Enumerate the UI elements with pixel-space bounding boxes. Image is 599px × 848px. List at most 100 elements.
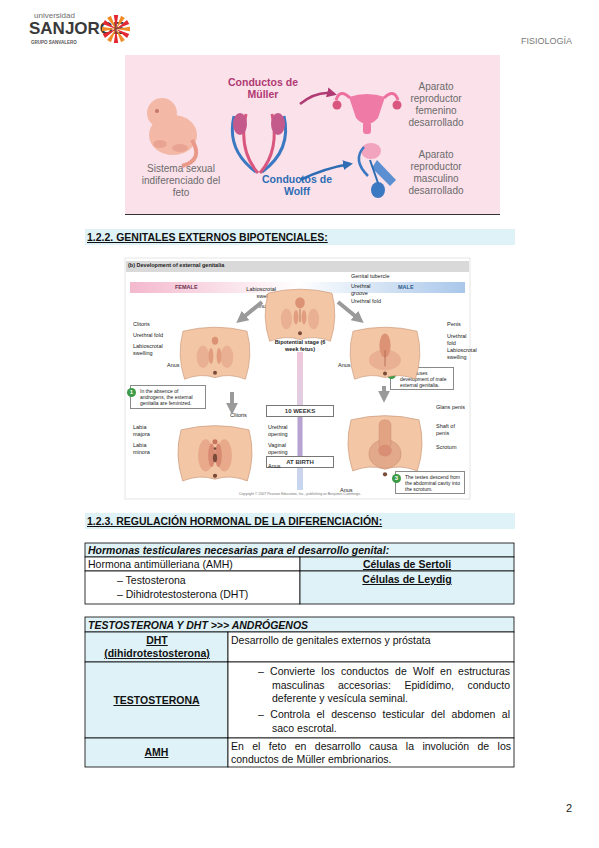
illustration-part [103,20,117,31]
illustration-part [114,29,118,43]
callout-box: 1In the absence of androgens, the extern… [130,385,206,409]
illustration-part [103,27,117,38]
illustration-part [271,113,285,135]
part-label: Labioscrotal swelling [133,343,168,356]
part-label: Urethral groove [351,283,381,296]
illustration-part [393,101,402,110]
illustration-part [182,140,196,166]
table-cell: DHT (dihidrotestosterona) [92,634,222,660]
part-label: Anus [268,463,288,470]
illustration-part [371,182,385,198]
table-header: TESTOSTERONA Y DHT >>> ANDRÓGENOS [88,619,508,631]
part-label: Labioscrotal swelling [447,347,482,360]
illustration-part [212,439,217,444]
ducts-drawing [232,113,285,173]
illustration-part [385,350,386,366]
sex-label: MALE [398,284,438,291]
copyright-note: Copyright © 2007 Pearson Education, Inc.… [190,492,410,497]
stage-text: 10 WEEKS [267,408,333,415]
part-label: Urethral fold [351,298,381,305]
illustration-part [369,439,401,468]
male-10-weeks-drawing [350,327,420,379]
table-cell: AMH [85,746,228,759]
table-cell [85,662,228,738]
figure-title: (b) Development of external genitalia [128,262,328,269]
table-header: Hormonas testiculares necesarias para el… [88,544,508,556]
illustration-part [107,16,118,30]
table-cell [85,738,228,767]
part-label: Clitoris [230,412,260,419]
illustration-part [265,289,335,341]
illustration-part [338,302,360,320]
table-cell: Hormona antimülleriana (AMH) [88,558,298,570]
illustration-part [262,116,286,172]
part-label: Penis [447,321,477,328]
part-label: Scrotum [436,444,468,451]
illustration-part [212,337,218,345]
illustration-part [180,327,250,379]
illustration-part [147,98,177,128]
table-cell: Células de Leydig [300,573,514,585]
table-cell: Células de Sertoli [300,558,514,570]
illustration-part [379,334,390,358]
callout-box: 2DHT causes development of male external… [390,367,454,390]
illustration-part [383,372,387,376]
part-label: Glans penis [436,404,468,411]
arrow-female [300,93,334,104]
table-cell [300,557,514,571]
part-label: Clitoris [133,321,173,328]
illustration-part [114,15,118,29]
organ-label: Aparato reproductor femenino desarrollad… [403,81,469,129]
heading-text: 1.2.3. REGULACIÓN HORMONAL DE LA DIFEREN… [87,515,513,527]
illustration-part [240,302,262,320]
page-header: FISIOLOGÍA [498,36,572,46]
duct-label: Conductos de Wolff [258,173,336,197]
illustration-part [221,346,234,368]
part-label: Urethral fold [133,332,173,339]
part-label: Labia minora [133,442,158,455]
sex-label: FEMALE [175,284,215,291]
part-label: Shaft of penis [436,423,468,436]
table-cell [228,632,514,662]
sex-band [130,282,465,293]
illustration-part [232,116,256,172]
part-label: Urethral opening [268,424,303,437]
illustration-part [370,160,378,183]
illustration-part [102,27,116,31]
table-cell [228,662,514,738]
male-tract-drawing [359,143,396,198]
heading-text: 1.2.2. GENITALES EXTERNOS BIPOTENCIALES: [87,231,513,243]
illustration-part [300,309,301,322]
part-label: Labioscrotal swelling [236,286,276,299]
illustration-part [209,348,214,364]
illustration-part [149,115,197,155]
table-cell: – Convierte los conductos de Wolf en est… [258,665,510,706]
stage-box: 10 WEEKS [266,405,334,417]
illustration-part [384,93,398,100]
logo-text: GRUPO SANVALERO [31,40,111,45]
illustration-part [244,114,258,173]
callout-text: DHT causes development of male external … [400,370,452,388]
table-cell [85,557,300,571]
part-label: Labia majora [133,424,158,437]
table-cell [85,632,228,662]
illustration-part [336,93,350,100]
table-cell [228,738,514,767]
illustration-part [372,160,396,186]
illustration-part [107,28,118,42]
table-cell [85,617,514,632]
illustration-part [302,310,307,324]
illustration-part [333,101,342,110]
illustration-part [178,426,252,481]
stage-label: Bipotential stage (6 week fetus) [268,339,332,352]
illustration-part [208,444,215,468]
illustration-part [217,439,232,471]
illustration-part [233,113,247,135]
illustration-part [295,297,305,308]
illustration-part [213,454,217,463]
illustration-part [359,147,368,176]
part-label: Urethral fold [447,333,472,346]
table-cell: TESTOSTERONA [85,694,228,707]
page-number: 2 [552,802,572,814]
